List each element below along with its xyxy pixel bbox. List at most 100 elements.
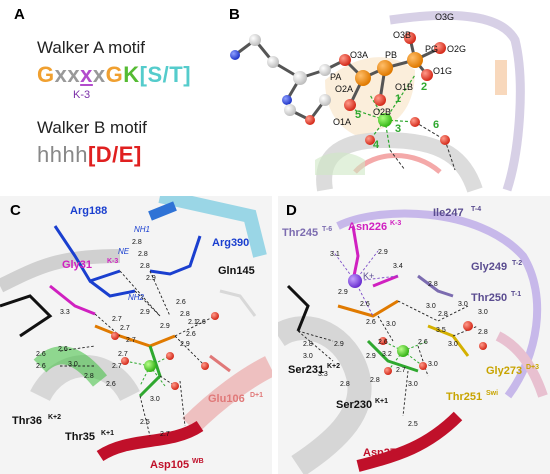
label-n6: 6 <box>433 119 439 131</box>
label-thr251: Thr251 <box>446 391 482 403</box>
label-o3a: O3A <box>350 50 368 60</box>
walker-b-sequence: hhhh[D/E] <box>37 142 142 168</box>
panel-d-structure: Thr245 T-6 Asn226 K-3 Ile247 T-4 Gly249 … <box>278 206 548 474</box>
walker-a-x3: x <box>80 62 93 87</box>
label-asn226: Asn226 <box>348 221 387 233</box>
label-thr36-sup: K+2 <box>48 414 61 421</box>
label-n2: 2 <box>421 81 427 93</box>
label-gly273-sup: D+3 <box>526 364 539 371</box>
panel-d-distance-26: 2.5 <box>408 421 418 428</box>
panel-d-distance-18: 3.5 <box>436 327 446 334</box>
label-thr250-sup: T-1 <box>511 291 521 298</box>
panel-c-distance-25: 2.7 <box>160 431 170 438</box>
k-minus-3-note: K-3 <box>73 89 91 101</box>
label-o2b: O2B <box>373 107 391 117</box>
panel-c-distances: 2.82.82.82.92.72.72.73.32.62.62.63.02.72… <box>36 239 206 438</box>
walker-a-title: Walker A motif <box>37 38 146 57</box>
panel-c: C <box>0 196 272 474</box>
panel-c-distance-18: 2.6 <box>176 299 186 306</box>
label-pa: PA <box>330 72 341 82</box>
label-thr35-sup: K+1 <box>101 430 114 437</box>
label-n1: 1 <box>395 93 401 105</box>
walker-b-title: Walker B motif <box>37 118 147 137</box>
label-nh1: NH1 <box>134 225 150 234</box>
panel-d-distance-0: 3.1 <box>330 251 340 258</box>
label-ne: NE <box>118 247 130 256</box>
panel-c-distance-11: 3.0 <box>68 361 78 368</box>
label-arg390: Arg390 <box>212 237 249 249</box>
label-o3g: O3G <box>435 12 454 22</box>
walker-a-k: K <box>123 62 140 87</box>
panel-d-distance-3: 2.9 <box>338 289 348 296</box>
label-o1b: O1B <box>395 82 413 92</box>
panel-d-distance-5: 2.6 <box>360 301 370 308</box>
panel-d-distance-13: 3.0 <box>458 301 468 308</box>
label-ser230: Ser230 <box>336 399 372 411</box>
panel-a: A Walker A motif GxxxxGK[S/T] K-3 Walker… <box>0 0 215 190</box>
panel-c-distance-21: 2.9 <box>160 323 170 330</box>
atp-structure-illustration: O3G O3B PG O2G O3A PB PA O1G O2A O1B O2B… <box>230 10 525 193</box>
walker-b-de: [D/E] <box>87 142 142 167</box>
panel-d-distance-24: 3.0 <box>428 361 438 368</box>
panel-d-distance-12: 2.8 <box>438 311 448 318</box>
panel-d-distance-17: 2.6 <box>418 339 428 346</box>
panel-c-distance-26: 2.1 <box>188 319 198 326</box>
label-asp105: Asp105 <box>150 459 189 471</box>
panel-c-distance-14: 2.8 <box>84 373 94 380</box>
panel-c-distance-23: 2.9 <box>140 309 150 316</box>
panel-c-distance-16: 3.0 <box>150 396 160 403</box>
panel-d-distance-23: 2.8 <box>370 377 380 384</box>
label-ile247: Ile247 <box>433 207 464 219</box>
label-pg: PG <box>425 44 438 54</box>
label-n3: 3 <box>395 123 401 135</box>
label-thr36: Thr36 <box>12 415 42 427</box>
label-nh2: NH2 <box>128 293 145 302</box>
panel-c-distance-24: 2.5 <box>140 419 150 426</box>
label-asp105-sup: WB <box>192 458 204 465</box>
panel-d-distance-14: 2.6 <box>378 339 388 346</box>
label-asp270: Asp270 <box>363 447 402 459</box>
label-gln145: Gln145 <box>218 265 255 277</box>
label-ser230-sup: K+1 <box>375 398 388 405</box>
panel-c-distance-15: 2.6 <box>106 381 116 388</box>
panel-d-distance-6: 2.6 <box>366 319 376 326</box>
label-k-plus: K+ <box>363 271 374 281</box>
label-gly249-sup: T-2 <box>512 260 522 267</box>
panel-d-distance-25: 3.0 <box>408 381 418 388</box>
panel-c-distance-5: 2.7 <box>120 325 130 332</box>
panel-d-distance-28: 2.8 <box>428 281 438 288</box>
walker-a-sequence: GxxxxGK[S/T] <box>37 62 191 88</box>
panel-d-distance-2: 3.4 <box>393 263 403 270</box>
panel-c-structure: Arg188 Arg390 Gln145 Gly31 K-3 Glu106 D+… <box>0 196 272 471</box>
label-gly31-sup: K-3 <box>107 258 118 265</box>
label-n5: 5 <box>355 109 361 121</box>
walker-a-g1: G <box>37 62 55 87</box>
walker-a-x2: x <box>67 62 81 87</box>
panel-c-distance-7: 3.3 <box>60 309 70 316</box>
panel-d-distance-7: 2.8 <box>303 341 313 348</box>
label-asn226-sup: K-3 <box>390 220 401 227</box>
label-o1g: O1G <box>433 66 452 76</box>
panel-d-distance-11: 3.0 <box>426 303 436 310</box>
label-o1a: O1A <box>333 117 351 127</box>
panel-letter-b: B <box>229 6 240 23</box>
panel-c-distance-2: 2.8 <box>140 263 150 270</box>
label-ser231: Ser231 <box>288 364 324 376</box>
panel-c-distance-6: 2.7 <box>126 337 136 344</box>
panel-d-distance-4: 3.0 <box>386 321 396 328</box>
panel-d-distance-21: 2.8 <box>478 329 488 336</box>
panel-d: D <box>278 196 550 474</box>
panel-letter-c: C <box>10 202 21 219</box>
panel-c-distance-10: 2.6 <box>58 346 68 353</box>
panel-d-distance-19: 3.0 <box>448 341 458 348</box>
panel-d-distance-16: 2.7 <box>396 367 406 374</box>
label-glu106-sup: D+1 <box>250 392 263 399</box>
label-thr250: Thr250 <box>471 292 507 304</box>
panel-d-distance-15: 3.2 <box>382 351 392 358</box>
panel-c-distance-12: 2.7 <box>118 351 128 358</box>
panel-letter-d: D <box>286 202 297 219</box>
label-ser231-sup: K+2 <box>327 363 340 370</box>
panel-c-distance-20: 2.6 <box>186 331 196 338</box>
walker-a-st: [S/T] <box>139 62 192 87</box>
